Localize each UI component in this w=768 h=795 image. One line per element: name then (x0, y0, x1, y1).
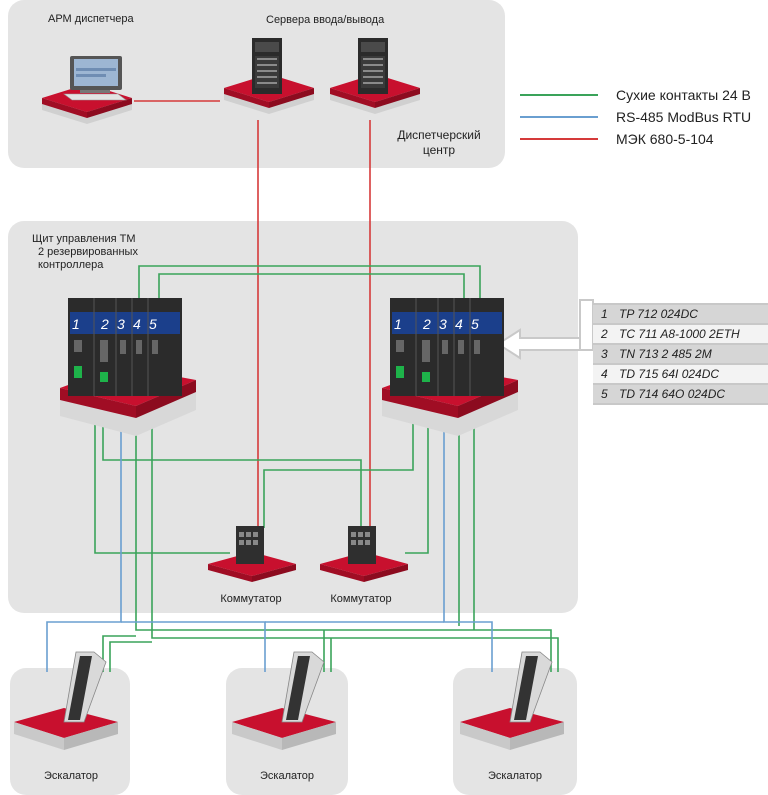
esc1-drop-b (109, 641, 152, 672)
table-row: 5 TD 714 64O 024DC (593, 385, 768, 403)
left-module-num-1: 1 (72, 316, 80, 332)
right-module-num-1: 1 (394, 316, 402, 332)
module-code: TD 715 64I 024DC (619, 367, 720, 381)
controller-right (382, 298, 518, 436)
controller-link-top-2 (158, 273, 465, 298)
table-row: 4 TD 715 64I 024DC (593, 365, 768, 383)
controller-left (60, 298, 196, 436)
left-ctrl-to-switch2 (102, 395, 362, 528)
module-number: 2 (601, 327, 608, 341)
server-1 (224, 38, 314, 114)
module-number: 1 (601, 307, 608, 321)
modules-table: 1 TP 712 024DC 2 TC 711 A8-1000 2ETH 3 T… (593, 303, 768, 405)
legend-label: МЭК 680-5-104 (616, 131, 714, 147)
escalator-1 (14, 651, 118, 750)
ctrl-to-escalators-a (135, 395, 552, 672)
module-code: TD 714 64O 024DC (619, 387, 726, 401)
controller-link-top-1 (138, 265, 481, 298)
escalator-2-label: Эскалатор (259, 770, 315, 782)
right-module-num-3: 3 (439, 316, 447, 332)
escalator-3-label: Эскалатор (487, 770, 543, 782)
left-ctrl-to-switch1 (94, 395, 230, 554)
table-row: 1 TP 712 024DC (593, 305, 768, 323)
left-module-num-5: 5 (149, 316, 157, 332)
ctrl-to-escalators-b (151, 395, 559, 672)
switch-2-label: Коммутатор (330, 593, 392, 605)
control-panel-label-3: контроллера (38, 259, 104, 271)
legend-swatch-red (520, 138, 598, 140)
right-module-num-4: 4 (455, 316, 463, 332)
server-2 (330, 38, 420, 114)
left-module-num-2: 2 (100, 316, 109, 332)
rs485-lines (46, 395, 493, 672)
module-code: TC 711 A8-1000 2ETH (619, 327, 740, 341)
escalator-2 (232, 651, 336, 750)
legend-swatch-blue (520, 116, 598, 118)
control-panel-label-2: 2 резервированных (38, 246, 138, 258)
dispatch-center-label-1: Диспетчерский (397, 128, 481, 142)
table-row: 3 TN 713 2 485 2M (593, 345, 768, 363)
control-panel-label-1: Щит управления ТМ (32, 233, 136, 245)
legend-item-iec: МЭК 680-5-104 (520, 129, 714, 149)
escalator-1-label: Эскалатор (43, 770, 99, 782)
module-number: 3 (601, 347, 608, 361)
legend-swatch-green (520, 94, 598, 96)
right-ctrl-to-switch2 (405, 395, 429, 554)
module-number: 4 (601, 367, 608, 381)
table-row: 2 TC 711 A8-1000 2ETH (593, 325, 768, 343)
right-module-num-2: 2 (422, 316, 431, 332)
left-module-num-4: 4 (133, 316, 141, 332)
workstation (42, 56, 132, 124)
module-code: TN 713 2 485 2M (619, 347, 712, 361)
module-number: 5 (601, 387, 608, 401)
switch-1-label: Коммутатор (220, 593, 282, 605)
escalator-3 (460, 651, 564, 750)
switch-2 (320, 526, 408, 582)
legend-item-dry-contacts: Сухие контакты 24 В (520, 85, 751, 105)
legend-label: RS-485 ModBus RTU (616, 109, 752, 125)
rs485-left-ctrl-esc1 (46, 395, 122, 672)
rs485-right-ctrl-esc3 (443, 395, 493, 672)
switch-1 (208, 526, 296, 582)
right-module-num-5: 5 (471, 316, 479, 332)
dispatch-center-label-2: центр (422, 143, 456, 157)
legend-label: Сухие контакты 24 В (616, 87, 751, 103)
right-ctrl-to-switch1 (263, 395, 414, 528)
module-code: TP 712 024DC (619, 307, 698, 321)
servers-label: Сервера ввода/вывода (266, 14, 385, 26)
legend-item-rs485: RS-485 ModBus RTU (520, 107, 751, 127)
workstation-label: АРМ диспетчера (48, 13, 134, 25)
left-module-num-3: 3 (117, 316, 125, 332)
module-callout-arrow (496, 299, 594, 360)
